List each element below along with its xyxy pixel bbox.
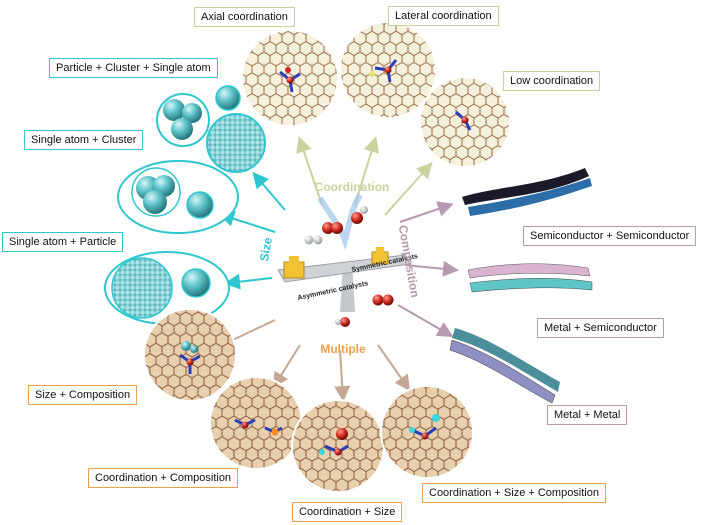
semiconductor-semiconductor-ribbons (462, 168, 592, 216)
label-single-atom-particle: Single atom + Particle (2, 232, 124, 252)
label-coordination-size-composition: Coordination + Size + Composition (422, 483, 606, 503)
catalyst-balance-illustration (277, 193, 411, 327)
label-lateral-coordination: Lateral coordination (388, 6, 499, 26)
lateral-coordination-lattice (339, 21, 437, 119)
coordination-arrows (296, 136, 433, 216)
label-size-composition: Size + Composition (28, 385, 138, 405)
category-multiple: Multiple (320, 342, 366, 356)
category-coordination: Coordination (315, 180, 390, 194)
coordination-composition-lattice (209, 376, 303, 470)
asymmetric-catalysts-caption: Asymmetric catalysts (297, 280, 369, 302)
composition-arrows (397, 201, 459, 337)
size-composition-lattice (143, 308, 237, 402)
label-metal-metal: Metal + Metal (547, 405, 628, 425)
category-size: Size (257, 236, 275, 262)
coordination-size-lattice (291, 399, 385, 493)
label-coordination-composition: Coordination + Composition (88, 468, 239, 488)
single-cluster-spheres (117, 160, 239, 234)
metal-semiconductor-ribbons (467, 263, 593, 293)
single-particle-spheres (104, 251, 230, 325)
axial-coordination-lattice (241, 29, 339, 127)
size-arrows (218, 171, 286, 290)
label-semiconductor-semiconductor: Semiconductor + Semiconductor (523, 226, 697, 246)
label-axial-coordination: Axial coordination (194, 7, 295, 27)
label-coordination-size: Coordination + Size (292, 502, 403, 522)
label-metal-semiconductor: Metal + Semiconductor (537, 318, 664, 338)
low-coordination-lattice (419, 76, 511, 168)
particle-cluster-single-spheres (156, 85, 266, 173)
metal-metal-ribbons (449, 328, 560, 404)
label-low-coordination: Low coordination (503, 71, 601, 91)
coordination-size-composition-lattice (380, 385, 474, 479)
label-single-atom-cluster: Single atom + Cluster (24, 130, 144, 150)
label-particle-cluster-single-atom: Particle + Cluster + Single atom (49, 58, 218, 78)
